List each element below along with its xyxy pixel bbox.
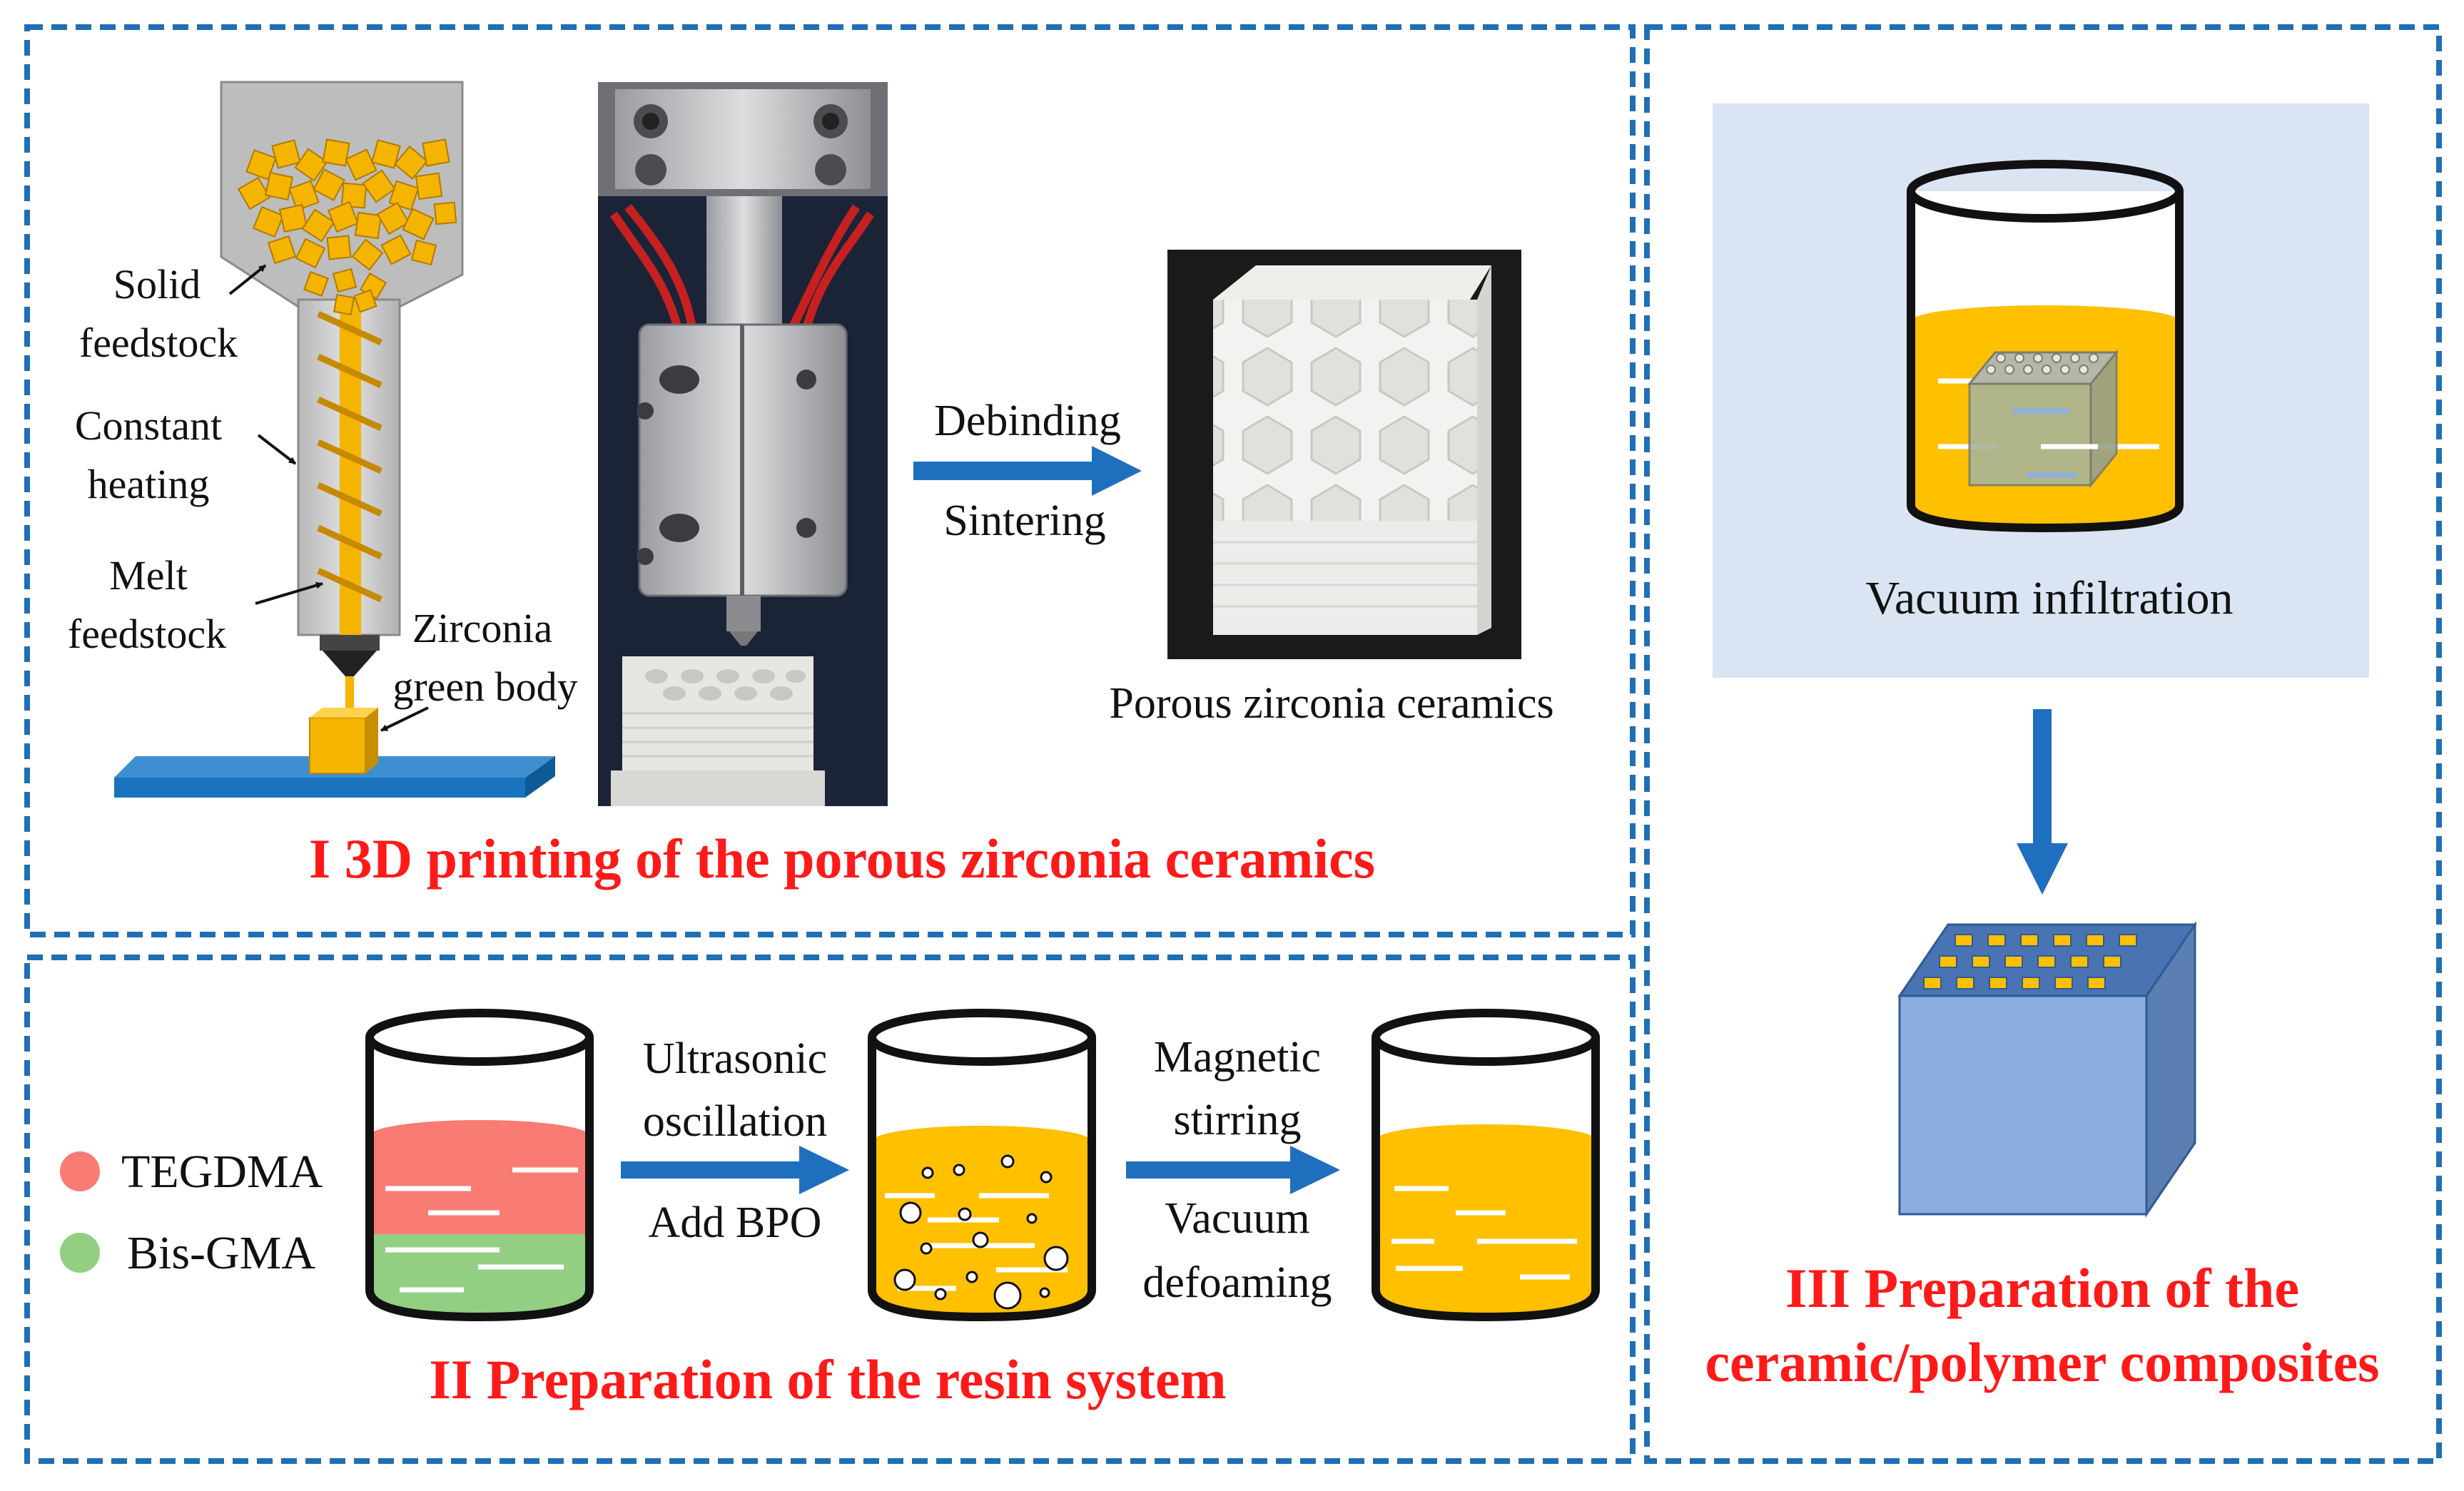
legend-dot-tegdma	[60, 1151, 100, 1191]
panel-2-border	[24, 955, 1636, 1464]
label-stirring: stirring	[1173, 1096, 1301, 1144]
legend-dot-bisgma	[60, 1233, 100, 1273]
beaker-bubbled-resin	[868, 1009, 1096, 1322]
label-melt-2: feedstock	[68, 611, 226, 657]
panel-2-title: II Preparation of the resin system	[429, 1348, 1226, 1410]
label-heating-1: Constant	[75, 402, 222, 449]
label-vacuum-infiltration: Vacuum infiltration	[1865, 572, 2233, 624]
legend-tegdma: TEGDMA	[121, 1146, 323, 1198]
composite-cube	[1897, 921, 2197, 1218]
porous-zirconia-photo	[1167, 250, 1521, 659]
panel-1-border	[24, 24, 1636, 937]
label-solid-1: Solid	[113, 261, 201, 307]
panel-1-title: I 3D printing of the porous zirconia cer…	[309, 828, 1375, 890]
label-green-2: green body	[392, 663, 577, 710]
panel-3-title-line-2: ceramic/polymer composites	[1705, 1331, 2379, 1393]
debinding-arrow-head	[1092, 446, 1142, 496]
label-magnetic: Magnetic	[1154, 1033, 1321, 1082]
solid-feedstock-pellets	[237, 138, 457, 316]
panel-3-border	[1644, 24, 2442, 1464]
legend-bisgma: Bis-GMA	[127, 1227, 315, 1279]
label-heating-2: heating	[88, 461, 210, 507]
label-sintering: Sintering	[943, 497, 1105, 545]
label-melt-1: Melt	[109, 552, 188, 599]
beaker-defoamed-resin	[1372, 1009, 1600, 1322]
label-add-bpo: Add BPO	[649, 1199, 822, 1247]
composite-arrow-head	[2017, 843, 2068, 895]
resin-arrow-2-head	[1290, 1146, 1340, 1194]
beaker-mixed-monomers	[365, 1009, 594, 1322]
schematic-leader-lines	[228, 264, 429, 732]
label-porous-zirconia: Porous zirconia ceramics	[1109, 679, 1553, 728]
panel-3-title-line-1: III Preparation of the	[1785, 1257, 2299, 1319]
label-oscillation: oscillation	[643, 1097, 827, 1146]
printer-schematic	[114, 81, 555, 798]
beaker-vacuum-infiltration	[1907, 160, 2184, 533]
label-solid-2: feedstock	[79, 320, 238, 366]
resin-arrow-1-head	[799, 1146, 849, 1194]
label-ultrasonic: Ultrasonic	[643, 1034, 827, 1083]
label-debinding: Debinding	[934, 397, 1121, 445]
label-defoaming: defoaming	[1142, 1258, 1332, 1307]
label-green-1: Zirconia	[412, 605, 552, 651]
printer-photo	[598, 82, 888, 806]
label-vacuum: Vacuum	[1165, 1194, 1309, 1243]
